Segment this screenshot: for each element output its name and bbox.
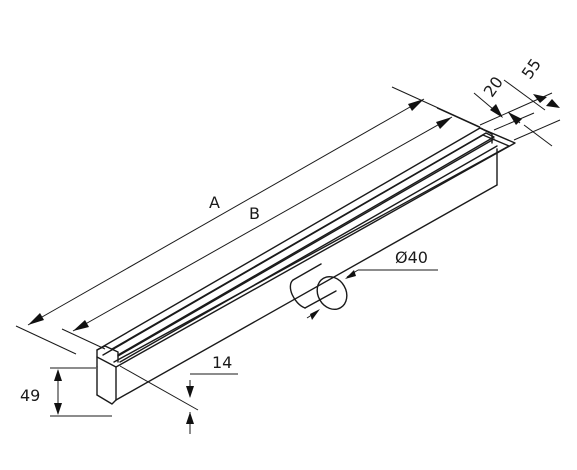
label-14: 14 [212, 353, 232, 372]
dimension-49: 49 [20, 367, 112, 417]
label-b: B [249, 204, 260, 223]
label-55: 55 [518, 55, 545, 83]
dimension-14: 14 [119, 353, 238, 434]
dimension-diameter: Ø40 [306, 248, 438, 320]
label-a: A [209, 193, 220, 212]
label-49: 49 [20, 386, 40, 405]
outlet-pipe [289, 263, 348, 311]
dimension-a: A [15, 86, 481, 355]
dimension-b: B [61, 107, 484, 350]
label-diameter: Ø40 [395, 248, 428, 267]
drain-body [96, 127, 516, 405]
dimension-width: 20 55 [473, 55, 561, 147]
label-20: 20 [480, 73, 507, 101]
